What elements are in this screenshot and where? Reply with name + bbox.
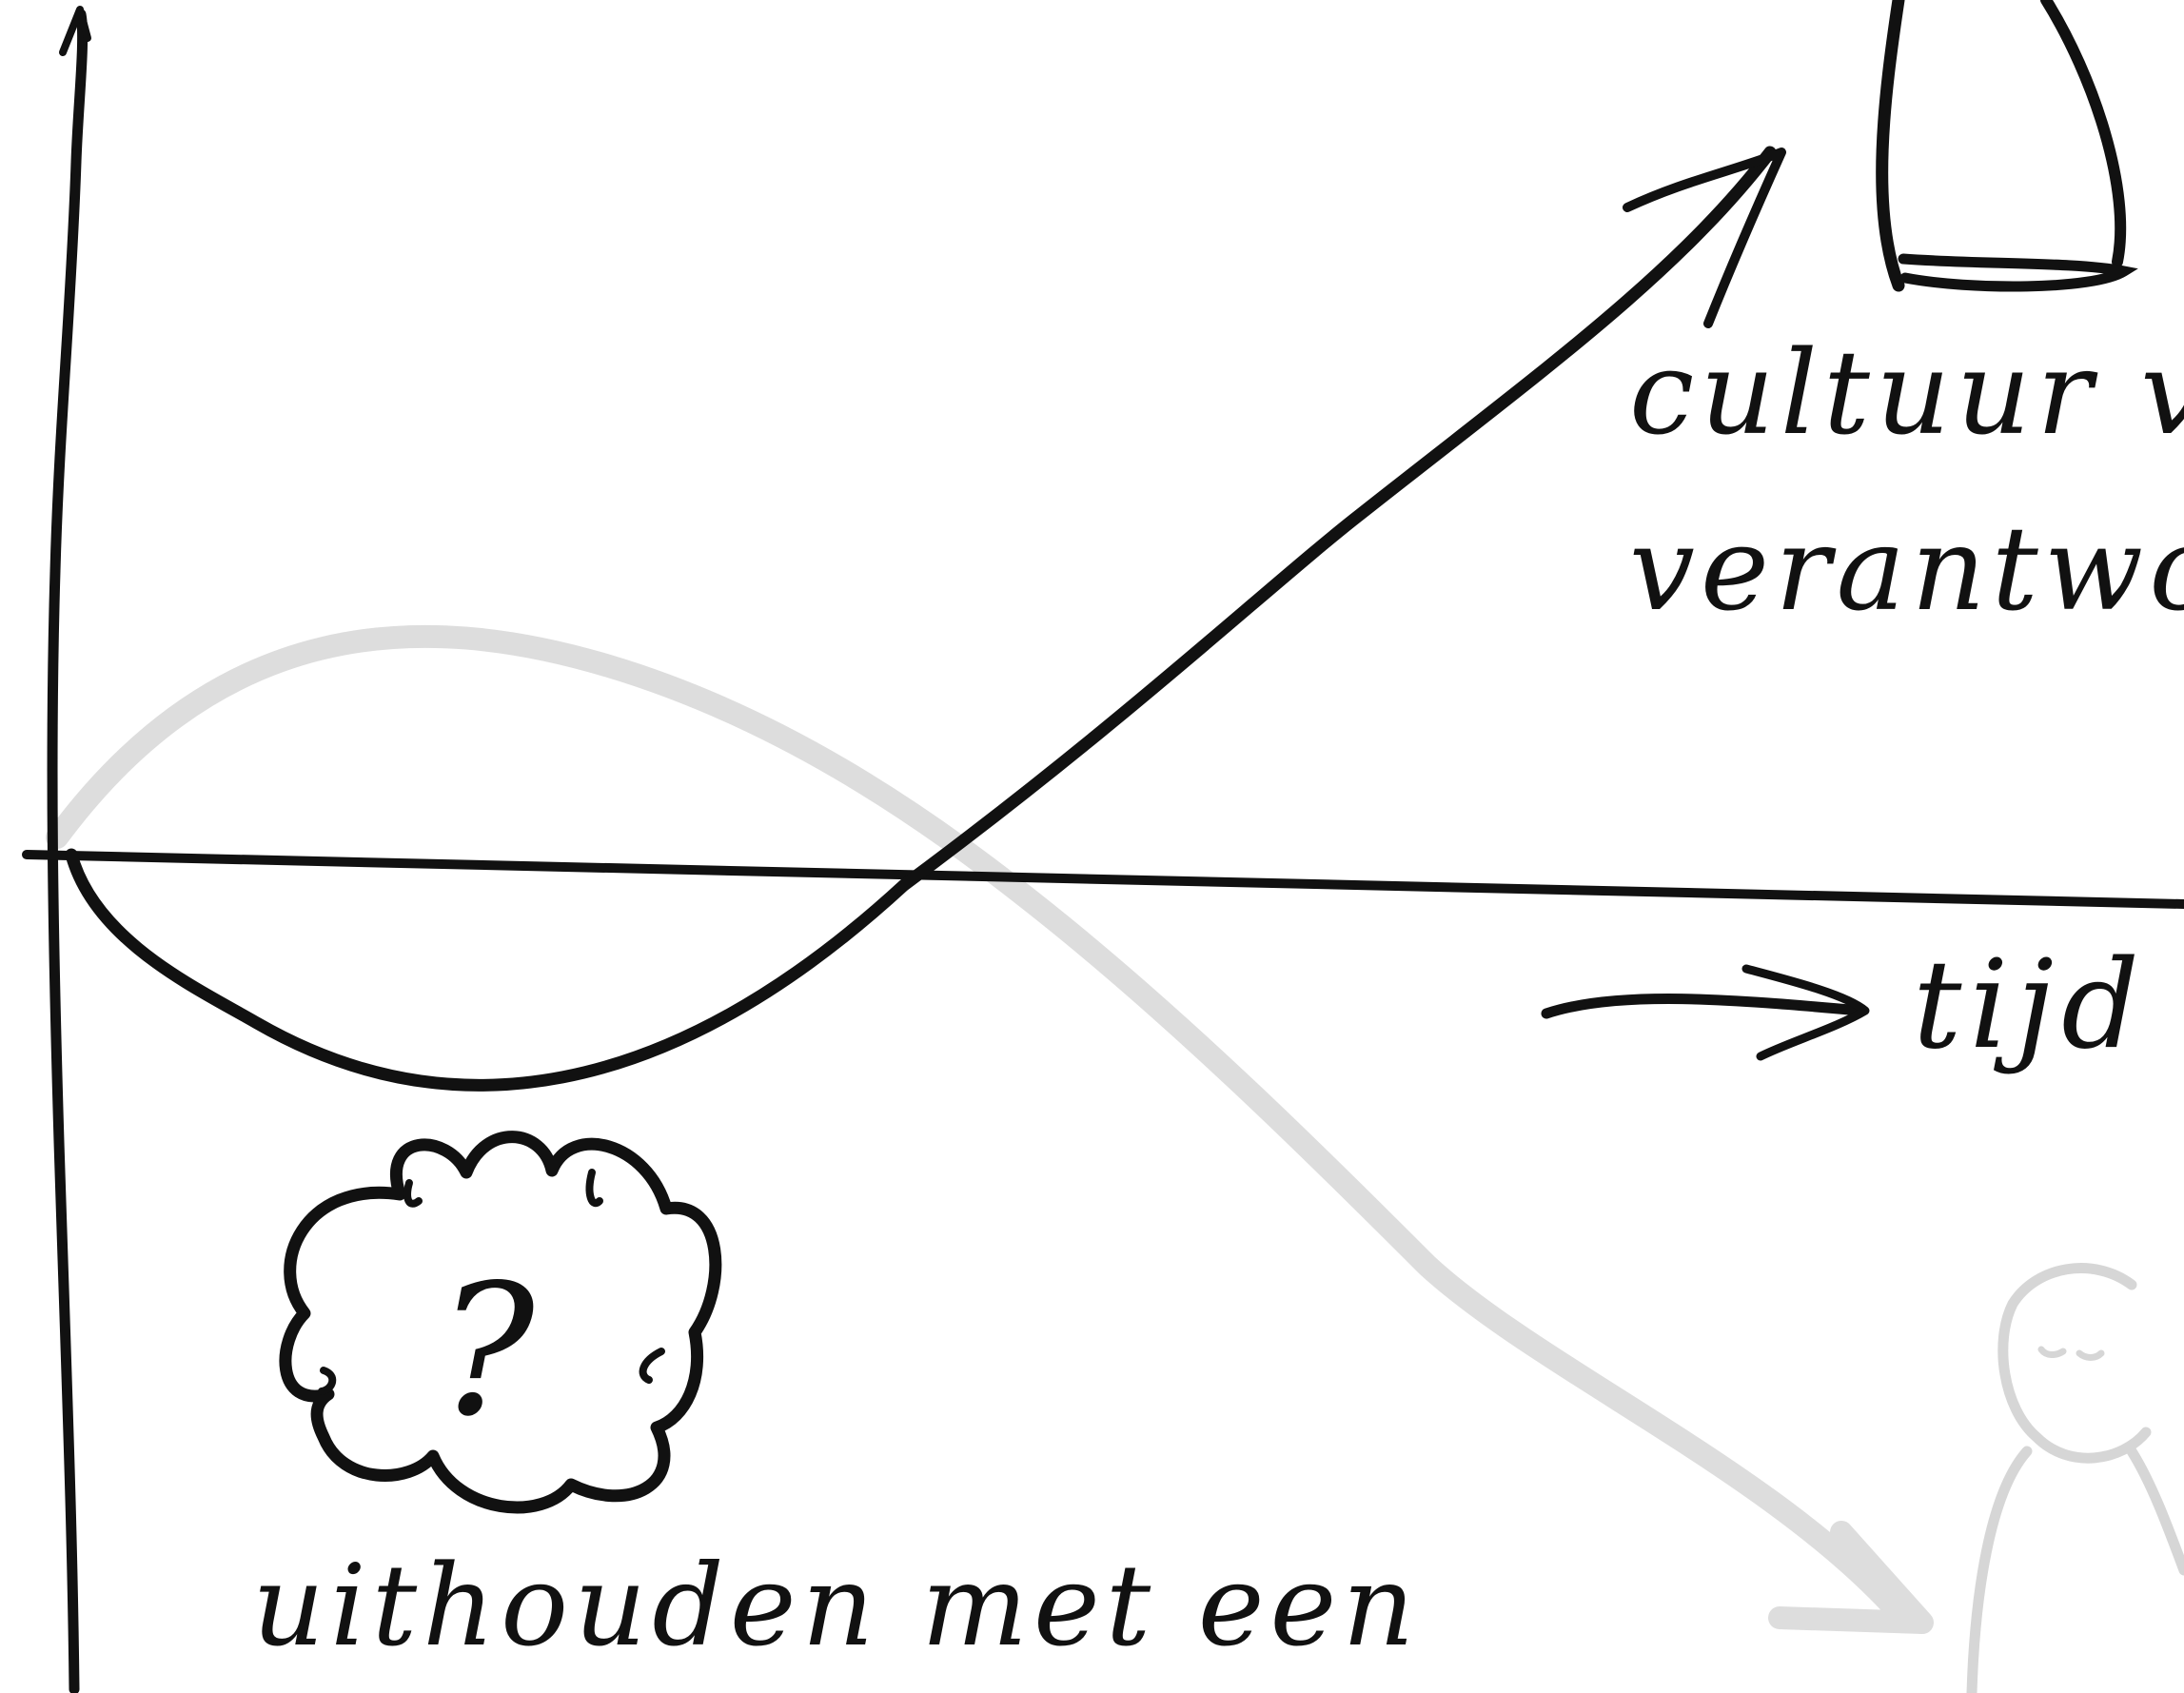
time-arrow-icon xyxy=(1541,994,1866,1019)
label-culture-line2: verantwo xyxy=(1629,502,2184,637)
faded-arrowhead xyxy=(1768,1521,1934,1634)
horizontal-axis xyxy=(22,850,2184,909)
faded-decline-curve xyxy=(46,624,1915,1629)
main-curve xyxy=(65,146,1777,1092)
time-arrowhead xyxy=(1741,964,1870,1061)
thought-question-mark: ? xyxy=(438,1246,536,1456)
label-culture-line1: cultuur v xyxy=(1629,325,2184,461)
trophy-cup-icon xyxy=(1876,0,2138,292)
person-figure-icon xyxy=(1966,1263,2184,1693)
thought-cloud-icon: ? xyxy=(279,1131,722,1514)
vertical-axis-tip xyxy=(59,6,91,56)
vertical-axis xyxy=(47,9,89,1693)
label-time: tijd xyxy=(1913,935,2147,1076)
label-bottom: uithouden met een xyxy=(252,1540,1420,1671)
main-arrowhead xyxy=(1623,148,1786,328)
